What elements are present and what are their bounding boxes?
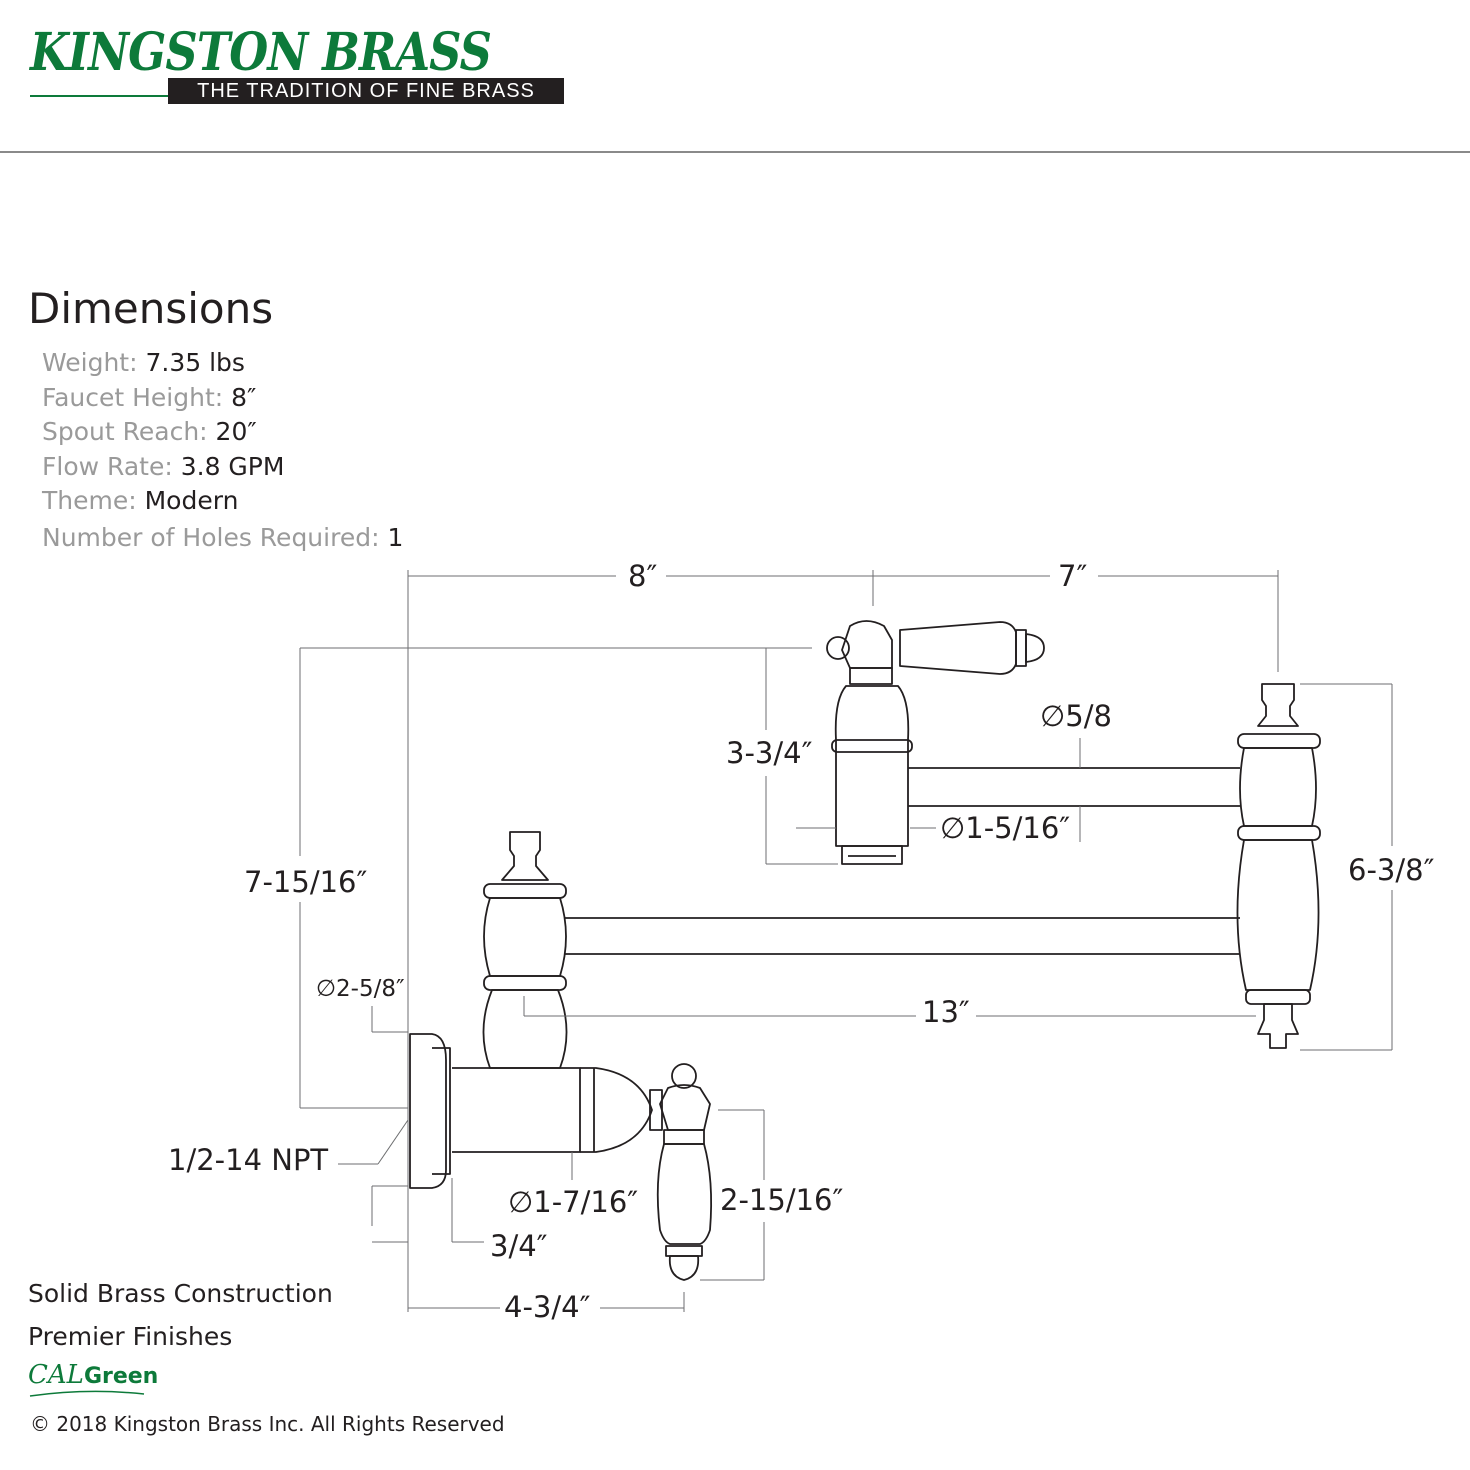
feature-premier-finishes: Premier Finishes bbox=[28, 1322, 233, 1351]
calgreen-swoosh-icon bbox=[29, 1390, 145, 1397]
spec-flow-rate: Flow Rate: 3.8 GPM bbox=[42, 450, 403, 485]
header-divider bbox=[0, 151, 1470, 153]
lower-handle-collar bbox=[663, 1129, 705, 1145]
upper-lever bbox=[899, 621, 1017, 675]
supply-arm bbox=[452, 1067, 581, 1153]
spec-value: 1 bbox=[387, 522, 404, 552]
brand-name: KINGSTON BRASS bbox=[30, 22, 492, 83]
dim-label-7: 7″ bbox=[1058, 559, 1087, 593]
dim-label-1-7-16: ∅1-7/16″ bbox=[508, 1185, 638, 1219]
lower-handle-joint bbox=[649, 1089, 663, 1131]
spec-label: Flow Rate: bbox=[42, 451, 181, 481]
spec-value: 7.35 lbs bbox=[145, 348, 245, 377]
spec-list: Weight: 7.35 lbs Faucet Height: 8″ Spout… bbox=[42, 346, 403, 555]
upper-body-ring bbox=[831, 739, 913, 753]
upper-handle-knob bbox=[826, 636, 850, 660]
spec-theme: Theme: Modern bbox=[42, 484, 403, 519]
spec-label: Number of Holes Required: bbox=[42, 522, 388, 552]
lower-lever-tip-2 bbox=[668, 1255, 700, 1281]
dim-label-6-3-8: 6-3/8″ bbox=[1348, 853, 1435, 887]
spec-value: 8″ bbox=[231, 382, 257, 412]
spec-holes: Number of Holes Required: 1 bbox=[42, 521, 403, 556]
calgreen-cal: CAL bbox=[28, 1360, 84, 1390]
dim-label-npt: 1/2-14 NPT bbox=[168, 1143, 328, 1177]
lower-lever-tip-1 bbox=[665, 1245, 703, 1257]
dim-label-3-3-4: 3-3/4″ bbox=[726, 736, 813, 770]
lower-ring-mid bbox=[483, 975, 567, 991]
lower-handle-knob bbox=[671, 1063, 697, 1089]
dim-label-13: 13″ bbox=[922, 995, 970, 1029]
spec-faucet-height: Faucet Height: 8″ bbox=[42, 381, 403, 416]
upper-body-bottom bbox=[841, 845, 903, 865]
right-finial bbox=[1257, 683, 1299, 727]
dim-label-4-3-4: 4-3/4″ bbox=[504, 1290, 591, 1324]
right-column-lower bbox=[1236, 839, 1320, 991]
right-ring-mid bbox=[1237, 825, 1321, 841]
calgreen-green: Green bbox=[83, 1364, 159, 1389]
spec-value: 3.8 GPM bbox=[180, 451, 285, 481]
wall-flange bbox=[409, 1033, 447, 1189]
spec-label: Spout Reach: bbox=[42, 417, 216, 446]
dim-label-2-15-16: 2-15/16″ bbox=[720, 1183, 843, 1217]
lower-column-lower bbox=[482, 989, 568, 1069]
copyright-notice: © 2018 Kingston Brass Inc. All Rights Re… bbox=[30, 1412, 505, 1436]
upper-handle-collar bbox=[849, 667, 893, 685]
lower-column-upper bbox=[483, 897, 567, 977]
brand-underline bbox=[30, 95, 170, 97]
dim-label-3-4: 3/4″ bbox=[490, 1229, 548, 1263]
dim-label-2-5-8: ∅2-5/8″ bbox=[316, 976, 405, 1002]
spec-label: Faucet Height: bbox=[42, 382, 232, 412]
lower-finial bbox=[501, 831, 549, 881]
spec-weight: Weight: 7.35 lbs bbox=[42, 346, 403, 381]
spec-label: Weight: bbox=[42, 348, 146, 377]
right-column-upper bbox=[1239, 747, 1317, 827]
dim-label-1-5-16: ∅1-5/16″ bbox=[940, 811, 1070, 845]
right-ring-top bbox=[1237, 733, 1321, 749]
lower-lever bbox=[656, 1143, 713, 1245]
brand-tagline: THE TRADITION OF FINE BRASS bbox=[168, 78, 564, 104]
spec-spout-reach: Spout Reach: 20″ bbox=[42, 415, 403, 450]
right-ring-bottom bbox=[1245, 989, 1311, 1005]
feature-solid-brass: Solid Brass Construction bbox=[28, 1279, 333, 1308]
page-title: Dimensions bbox=[28, 284, 274, 333]
wall-flange-step bbox=[432, 1047, 451, 1175]
spec-value: Modern bbox=[144, 486, 239, 515]
upper-body bbox=[834, 685, 910, 847]
upper-handle-cap bbox=[841, 620, 893, 669]
brand-logo: KINGSTON BRASS THE TRADITION OF FINE BRA… bbox=[28, 22, 573, 112]
upper-lever-tip-1 bbox=[1015, 629, 1027, 667]
right-bottom-finial bbox=[1257, 1003, 1299, 1049]
spec-label: Theme: bbox=[42, 486, 145, 515]
lower-ring-top bbox=[483, 883, 567, 899]
dim-label-5-8: ∅5/8 bbox=[1040, 699, 1112, 733]
upper-lever-tip-2 bbox=[1025, 633, 1045, 663]
dim-label-7-15-16: 7-15/16″ bbox=[244, 865, 367, 899]
supply-cone bbox=[580, 1067, 653, 1153]
dim-label-8: 8″ bbox=[628, 559, 657, 593]
lower-handle-cap bbox=[659, 1084, 711, 1131]
feature-list: Solid Brass Construction Premier Finishe… bbox=[28, 1272, 333, 1358]
calgreen-logo: CALGreen bbox=[28, 1360, 158, 1400]
spec-value: 20″ bbox=[215, 417, 257, 446]
